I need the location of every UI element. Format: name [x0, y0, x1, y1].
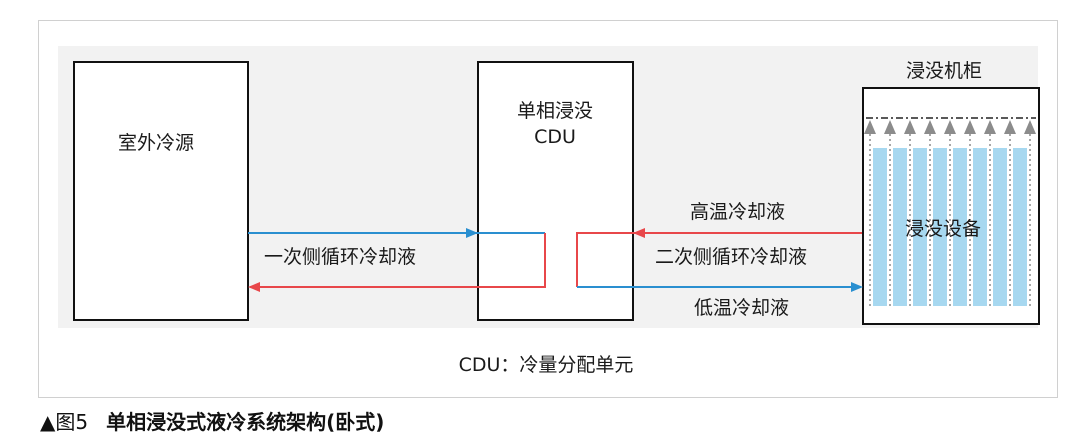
cabinet-title: 浸没机柜 — [906, 60, 983, 82]
cold-coolant-label: 低温冷却液 — [694, 297, 790, 319]
cdu-label-line2: CDU — [534, 126, 576, 148]
hot-coolant-label: 高温冷却液 — [690, 201, 786, 223]
equipment-blades — [873, 148, 1027, 306]
secondary-cdu-internal — [576, 232, 635, 287]
primary-cdu-internal-red — [248, 233, 546, 292]
outdoor-source-label: 室外冷源 — [118, 132, 195, 154]
blade — [913, 148, 927, 306]
cdu-label-line1: 单相浸没 — [516, 100, 594, 122]
outdoor-source-box — [73, 61, 249, 321]
blade — [953, 148, 967, 306]
cdu-definition: CDU：冷量分配单元 — [458, 354, 634, 376]
blade — [933, 148, 947, 306]
blade — [993, 148, 1007, 306]
cdu-box — [477, 61, 634, 321]
figure-caption: ▲图5 单相浸没式液冷系统架构(卧式) — [40, 406, 384, 435]
primary-loop-label: 一次侧循环冷却液 — [264, 246, 417, 268]
blade — [1013, 148, 1027, 306]
blade — [973, 148, 987, 306]
figure-number: ▲图5 — [40, 410, 89, 434]
blade — [893, 148, 907, 306]
upflow-arrowheads — [864, 120, 1036, 134]
figure-title: 单相浸没式液冷系统架构(卧式) — [106, 410, 385, 434]
blade — [873, 148, 887, 306]
upflow-arrows — [869, 132, 1031, 306]
equipment-label: 浸没设备 — [905, 218, 982, 240]
secondary-loop-label: 二次侧循环冷却液 — [655, 246, 808, 268]
